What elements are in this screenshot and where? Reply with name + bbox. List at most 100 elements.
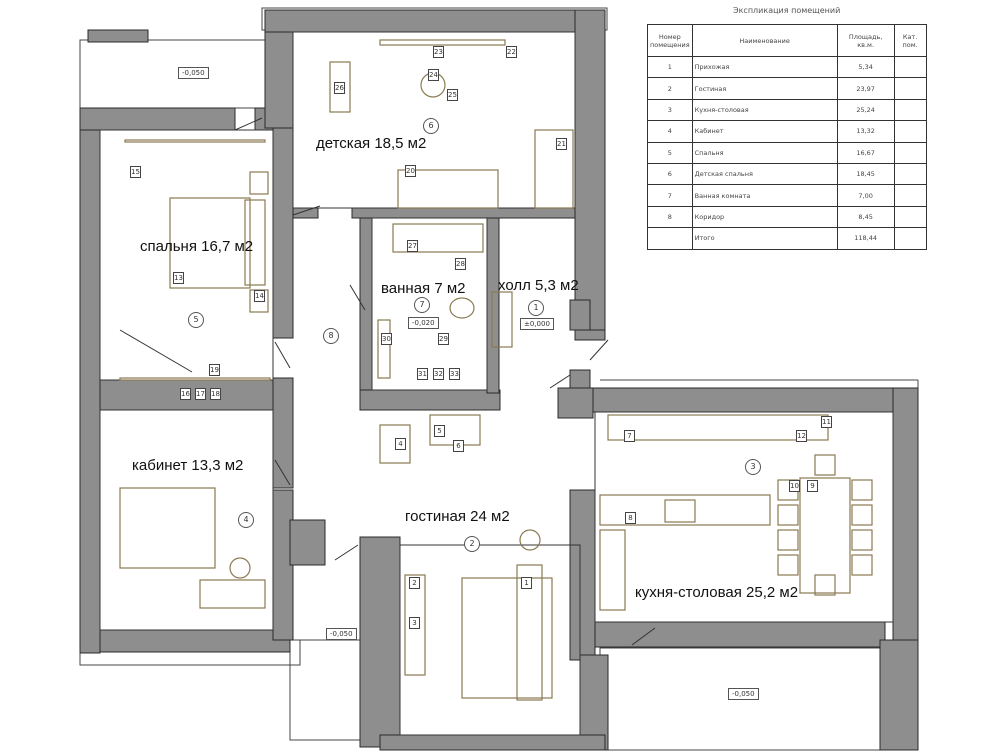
level-mark-hall: ±0,000	[520, 318, 554, 330]
row-area: 23,97	[836, 77, 895, 100]
furniture-number: 12	[796, 430, 807, 442]
total-area: 118,44	[836, 227, 895, 250]
row-number: 3	[647, 98, 693, 122]
furniture-number: 31	[417, 368, 428, 380]
level-mark-balcony-kitchen: -0,050	[728, 688, 759, 700]
explication-caption: Экспликация помещений	[733, 6, 841, 15]
furniture-number: 10	[789, 480, 800, 492]
furniture-number: 2	[409, 577, 420, 589]
room-number-living: 2	[464, 536, 480, 552]
row-category	[893, 184, 927, 207]
furniture-number: 23	[433, 46, 444, 58]
total-name: Итого	[691, 227, 838, 250]
row-category	[893, 77, 927, 100]
row-name: Прихожая	[691, 55, 838, 79]
furniture-number: 1	[521, 577, 532, 589]
table-row: 2 Гостиная 23,97	[647, 77, 927, 100]
row-category	[893, 55, 927, 79]
row-category	[893, 162, 927, 186]
furniture-number: 21	[556, 138, 567, 150]
row-area: 18,45	[836, 162, 895, 186]
row-area: 25,24	[836, 98, 895, 122]
furniture-number: 17	[195, 388, 206, 400]
explication-header-row: Номер помещения Наименование Площадь, кв…	[647, 24, 927, 57]
furniture	[119, 39, 873, 701]
row-number: 4	[647, 120, 693, 143]
furniture-number: 18	[210, 388, 221, 400]
doors	[119, 117, 656, 646]
furniture-number: 15	[130, 166, 141, 178]
room-number-kitchen: 3	[745, 459, 761, 475]
room-label-kids: детская 18,5 м2	[316, 135, 427, 152]
furniture-number: 27	[407, 240, 418, 252]
furniture-number: 29	[438, 333, 449, 345]
room-number-bedroom: 5	[188, 312, 204, 328]
row-name: Ванная комната	[691, 184, 838, 207]
row-category	[893, 120, 927, 143]
row-name: Коридор	[691, 205, 838, 229]
table-row: 5 Спальня 16,67	[647, 141, 927, 164]
level-mark-balcony-top: -0,050	[178, 67, 209, 79]
explication-table: Номер помещения Наименование Площадь, кв…	[647, 24, 927, 250]
header-category: Кат. пом.	[893, 24, 927, 57]
room-label-bedroom: спальня 16,7 м2	[140, 238, 254, 255]
furniture-number: 32	[433, 368, 444, 380]
table-row: 8 Коридор 8,45	[647, 205, 927, 229]
row-name: Детская спальня	[691, 162, 838, 186]
furniture-number: 3	[409, 617, 420, 629]
total-number	[647, 227, 693, 250]
header-name: Наименование	[691, 24, 838, 57]
row-area: 13,32	[836, 120, 895, 143]
furniture-number: 30	[381, 333, 392, 345]
room-label-kitchen: кухня-столовая 25,2 м2	[635, 584, 799, 601]
row-name: Кухня-столовая	[691, 98, 838, 122]
furniture-number: 11	[821, 416, 832, 428]
row-area: 7,00	[836, 184, 895, 207]
table-total-row: Итого 118,44	[647, 227, 927, 250]
furniture-number: 25	[447, 89, 458, 101]
furniture-number: 6	[453, 440, 464, 452]
level-mark-bath: -0,020	[408, 317, 439, 329]
table-row: 4 Кабинет 13,32	[647, 120, 927, 143]
furniture-number: 14	[254, 290, 265, 302]
furniture-number: 13	[173, 272, 184, 284]
furniture-number: 7	[624, 430, 635, 442]
row-area: 5,34	[836, 55, 895, 79]
furniture-number: 26	[334, 82, 345, 94]
header-area: Площадь, кв.м.	[836, 24, 895, 57]
table-row: 3 Кухня-столовая 25,24	[647, 98, 927, 122]
furniture-number: 22	[506, 46, 517, 58]
room-label-living: гостиная 24 м2	[405, 508, 510, 525]
row-category	[893, 98, 927, 122]
row-area: 8,45	[836, 205, 895, 229]
level-mark-balcony-living: -0,050	[326, 628, 357, 640]
row-name: Кабинет	[691, 120, 838, 143]
room-number-corridor: 8	[323, 328, 339, 344]
table-row: 7 Ванная комната 7,00	[647, 184, 927, 207]
room-number-study: 4	[238, 512, 254, 528]
table-row: 6 Детская спальня 18,45	[647, 162, 927, 186]
walls	[79, 9, 919, 751]
room-label-bath: ванная 7 м2	[381, 280, 466, 297]
room-label-study: кабинет 13,3 м2	[132, 457, 244, 474]
furniture-number: 5	[434, 425, 445, 437]
row-name: Гостиная	[691, 77, 838, 100]
total-category	[893, 227, 927, 250]
room-number-kids: 6	[423, 118, 439, 134]
furniture-number: 28	[455, 258, 466, 270]
furniture-number: 9	[807, 480, 818, 492]
header-number: Номер помещения	[647, 24, 693, 57]
row-name: Спальня	[691, 141, 838, 164]
furniture-number: 33	[449, 368, 460, 380]
furniture-number: 20	[405, 165, 416, 177]
row-category	[893, 205, 927, 229]
row-number: 2	[647, 77, 693, 100]
row-area: 16,67	[836, 141, 895, 164]
row-number: 6	[647, 162, 693, 186]
row-number: 8	[647, 205, 693, 229]
row-category	[893, 141, 927, 164]
furniture-number: 8	[625, 512, 636, 524]
row-number: 7	[647, 184, 693, 207]
row-number: 5	[647, 141, 693, 164]
